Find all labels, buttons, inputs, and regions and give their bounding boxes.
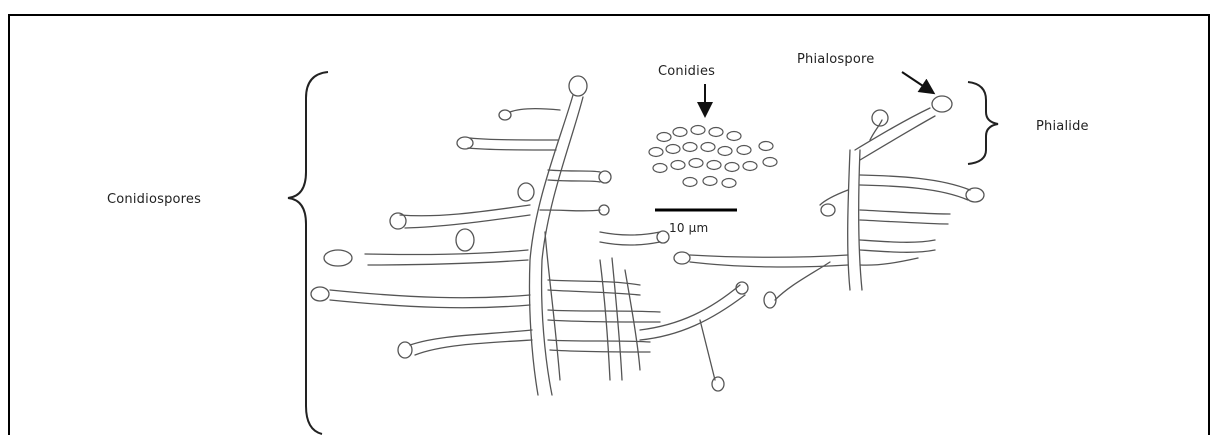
phialospore-label: Phialospore — [797, 52, 874, 67]
conidiospores-label: Conidiospores — [107, 192, 201, 207]
left-hyphae — [311, 76, 748, 395]
conidies-label: Conidies — [658, 64, 715, 79]
conidiospores-brace — [288, 72, 328, 434]
phialide-label: Phialide — [1036, 119, 1089, 134]
phialide-brace — [968, 82, 998, 164]
right-hyphae — [674, 96, 984, 308]
scale-bar-label: 10 µm — [669, 221, 708, 235]
conidia-cluster — [649, 126, 777, 188]
phialospore-arrow — [902, 72, 932, 92]
